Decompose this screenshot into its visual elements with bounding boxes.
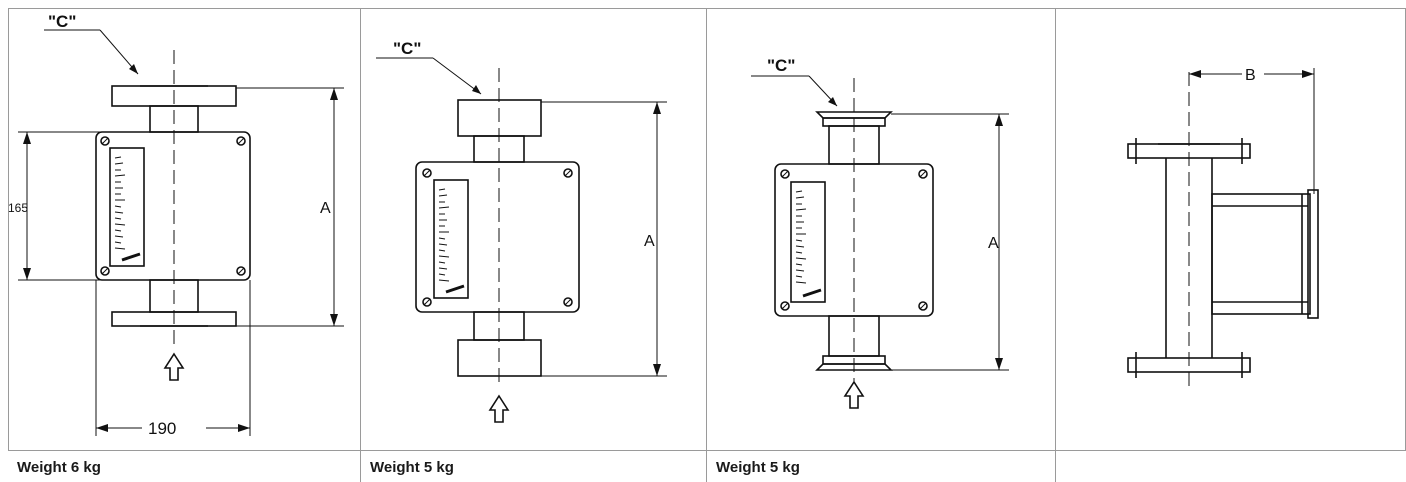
- panel-threaded-meter: "C" A Weight 5 kg: [361, 8, 706, 482]
- panel-divider: [360, 8, 361, 482]
- label-a: A: [644, 233, 655, 250]
- label-a: A: [320, 200, 331, 217]
- clamp-meter-drawing: "C" A: [751, 56, 1009, 409]
- panel-divider: [706, 8, 707, 482]
- label-b: B: [1245, 67, 1256, 84]
- label-a: A: [988, 235, 999, 252]
- label-c: "C": [48, 12, 76, 31]
- threaded-meter-drawing: "C" A: [376, 39, 667, 423]
- panel-caption: [1056, 450, 1406, 482]
- label-c: "C": [767, 56, 795, 75]
- panel-caption: Weight 6 kg: [8, 450, 360, 482]
- panel-caption: Weight 5 kg: [707, 450, 1055, 482]
- panel-caption: Weight 5 kg: [361, 450, 706, 482]
- panel-side-view: B: [1056, 8, 1406, 482]
- panel-clamp-meter: "C" A Weight 5 kg: [707, 8, 1055, 482]
- side-view-drawing: B: [1127, 63, 1319, 388]
- label-c: "C": [393, 39, 421, 58]
- flanged-meter-drawing: "C" A 165 190: [8, 12, 344, 438]
- dimension-190: 190: [148, 419, 176, 438]
- panel-flanged-meter: "C" A 165 190 Weight 6 kg: [8, 8, 360, 482]
- panel-divider: [1055, 8, 1056, 482]
- dimension-165: 165: [8, 201, 28, 215]
